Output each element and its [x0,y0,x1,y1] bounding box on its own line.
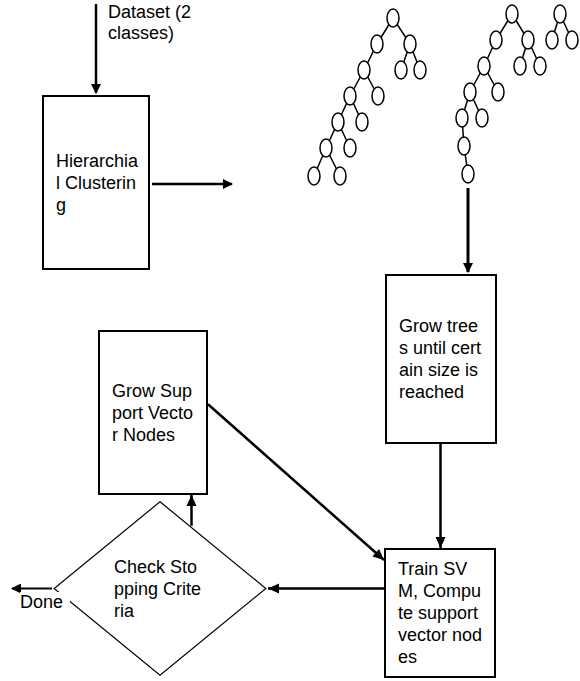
tree-node [372,87,384,105]
input-arrow [95,4,98,93]
tree-node [492,83,504,101]
flow-arrow [268,584,384,594]
tree-node [395,61,407,79]
process-box: Grow Support Vector Nodes [98,330,208,495]
decision-diamond: Check Stopping Criteria [52,500,268,677]
input-label: Dataset (2 classes) [108,2,233,44]
node-text: Grow Support Vector Nodes [112,380,198,446]
tree-node [371,35,383,53]
process-box: Grow trees until certain size is reached [385,274,497,444]
flow-arrow [208,404,384,560]
tree-node [320,139,332,157]
tree-node [476,109,488,127]
tree-node [334,167,346,185]
tree-node [358,61,370,79]
tree-node [464,83,476,101]
output-label: Done [20,592,70,613]
spacer [518,14,554,15]
process-box: Train SVM, Compute support vector nodes [384,548,496,678]
tree-node [344,87,356,105]
node-text: Grow trees until certain size is reached [399,315,487,403]
process-box: Hierarchial Clustering [42,95,150,270]
tree-node [456,109,468,127]
tree-node [566,31,578,49]
cluster-arrow [152,183,232,186]
tree-node [478,57,490,75]
tree-node [514,57,526,75]
node-text: Train SVM, Compute support vector nodes [398,558,486,668]
tree-node [506,5,518,23]
tree-node [534,57,546,75]
node-text: Hierarchial Clustering [56,150,140,216]
tree-node [546,31,558,49]
tree-node [490,31,502,49]
tree-node [308,167,320,185]
tree-node [414,61,426,79]
tree-arrow [467,188,470,272]
flow-arrow [187,495,197,526]
tree-node [462,165,474,183]
tree-node [344,139,356,157]
tree-node [554,5,566,23]
flow-arrow [436,444,446,548]
node-text: Check Stopping Criteria [114,556,206,622]
tree-node [522,31,534,49]
tree-node [332,113,344,131]
done-arrow [12,588,52,590]
tree-node [404,35,416,53]
tree-node [356,113,368,131]
tree-node [387,9,399,27]
tree-node [458,137,470,155]
